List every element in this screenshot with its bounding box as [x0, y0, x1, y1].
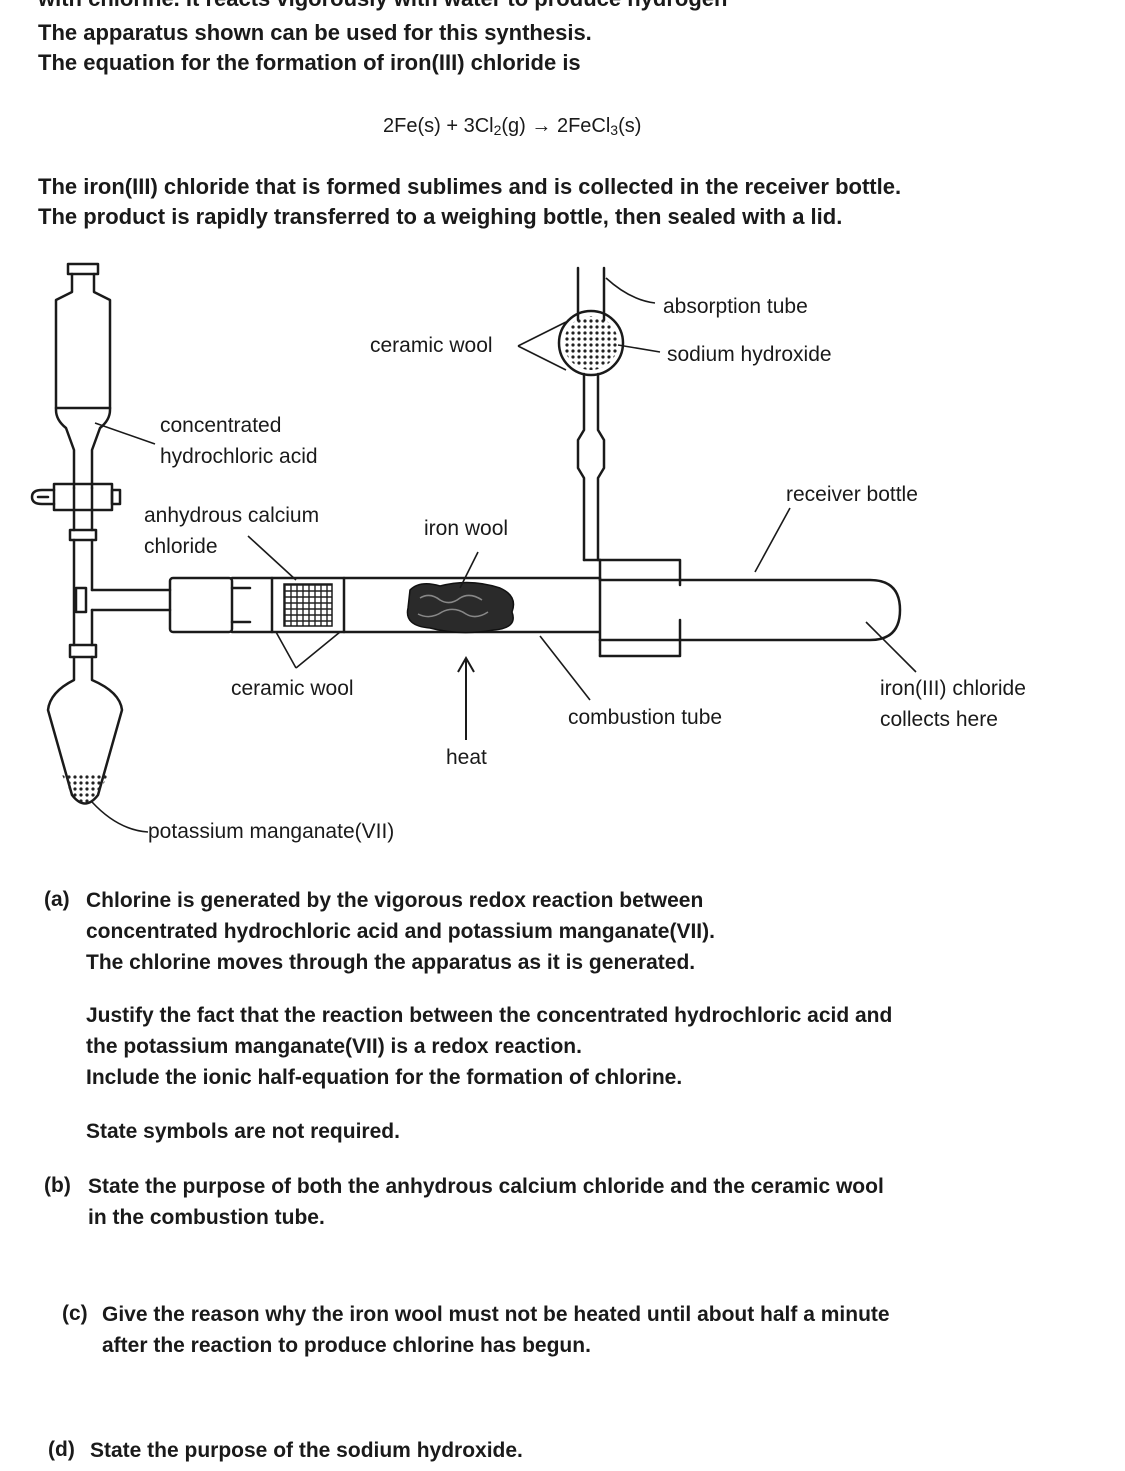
leader-conc-hcl: [94, 422, 156, 445]
dropping-funnel: [54, 262, 112, 532]
combustion-tube: [168, 576, 602, 642]
side-arm: [68, 528, 172, 659]
question-b-line1: State the purpose of both the anhydrous …: [88, 1175, 884, 1198]
leader-kmno4: [91, 801, 149, 833]
question-a-line2: concentrated hydrochloric acid and potas…: [86, 920, 715, 943]
equation-sub-b: 3: [610, 122, 619, 138]
label-cacl2-1: anhydrous calcium: [144, 504, 320, 527]
label-ceramic-wool-bottom: ceramic wool: [231, 677, 354, 700]
equation-sub-a: 2: [493, 122, 502, 138]
label-ceramic-wool-top: ceramic wool: [370, 334, 493, 357]
leader-combustion-tube: [539, 635, 591, 701]
leader-absorption-tube: [605, 277, 656, 304]
intro-line-apparatus: The apparatus shown can be used for this…: [38, 20, 592, 45]
intro-line-weighing: The product is rapidly transferred to a …: [38, 204, 843, 229]
cut-off-intro-line: with chlorine. It reacts vigorously with…: [38, 0, 727, 14]
question-d-letter: (d): [48, 1438, 75, 1461]
label-fecl3-1: iron(III) chloride: [880, 677, 1026, 700]
chemical-equation: 2Fe(s) + 3Cl2(g) → 2FeCl3(s): [383, 111, 641, 145]
question-a-line3: The chlorine moves through the apparatus…: [86, 951, 696, 974]
question-a-line6: Include the ionic half-equation for the …: [86, 1066, 683, 1089]
leader-iron-wool: [459, 551, 479, 589]
leader-fecl3: [865, 621, 917, 673]
question-d-line1: State the purpose of the sodium hydroxid…: [90, 1439, 523, 1462]
iron-wool-fill: [406, 581, 515, 634]
label-conc-hcl-2: hydrochloric acid: [160, 445, 318, 468]
question-a-letter: (a): [44, 888, 70, 911]
label-conc-hcl-1: concentrated: [160, 414, 282, 437]
question-a-line5: the potassium manganate(VII) is a redox …: [86, 1035, 582, 1058]
intro-line-equation-lead: The equation for the formation of iron(I…: [38, 50, 581, 75]
question-c-line1: Give the reason why the iron wool must n…: [102, 1303, 890, 1326]
question-a-line7: State symbols are not required.: [86, 1120, 400, 1143]
sodium-hydroxide-fill: [564, 316, 618, 370]
intro-line-sublimes: The iron(III) chloride that is formed su…: [38, 174, 902, 199]
equation-lhs-b: (g) → 2FeCl: [501, 115, 611, 137]
label-absorption-tube: absorption tube: [663, 295, 808, 318]
question-b-letter: (b): [44, 1174, 71, 1197]
label-receiver-bottle: receiver bottle: [786, 483, 918, 506]
question-c-line2: after the reaction to produce chlorine h…: [102, 1334, 591, 1357]
label-kmno4: potassium manganate(VII): [148, 820, 395, 843]
question-a-line1: Chlorine is generated by the vigorous re…: [86, 889, 704, 912]
receiver-bottle: [598, 558, 902, 658]
question-a-line4: Justify the fact that the reaction betwe…: [86, 1004, 893, 1027]
leader-receiver-bottle: [754, 507, 791, 573]
label-cacl2-2: chloride: [144, 535, 218, 558]
question-c-letter: (c): [62, 1302, 88, 1325]
apparatus-diagram: [30, 262, 917, 833]
question-b-line2: in the combustion tube.: [88, 1206, 325, 1229]
label-heat: heat: [446, 746, 487, 769]
cacl2-fill: [283, 583, 333, 627]
tap: [30, 482, 122, 512]
absorption-tube: [557, 266, 625, 562]
label-iron-wool: iron wool: [424, 517, 509, 540]
equation-rhs: (s): [618, 115, 642, 137]
label-combustion-tube: combustion tube: [568, 706, 723, 729]
leader-ceramic-wool-top: [517, 321, 567, 371]
label-fecl3-2: collects here: [880, 708, 998, 731]
heat-arrow: [457, 655, 475, 740]
equation-lhs-a: 2Fe(s) + 3Cl: [383, 115, 494, 137]
label-sodium-hydroxide: sodium hydroxide: [667, 343, 832, 366]
leader-sodium-hydroxide: [617, 344, 661, 353]
leader-cacl2: [247, 535, 297, 581]
flask-kmno4-fill: [62, 775, 108, 804]
leader-ceramic-wool-bottom: [275, 631, 341, 669]
